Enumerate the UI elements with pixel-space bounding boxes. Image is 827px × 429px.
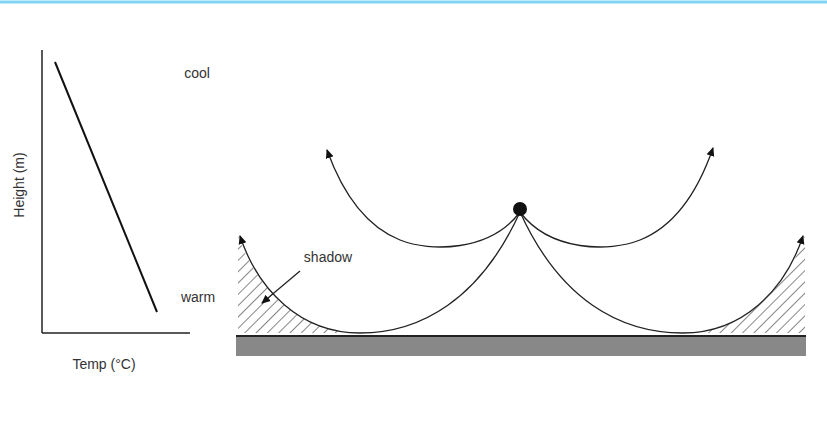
x-axis	[42, 332, 190, 334]
ground	[236, 336, 806, 356]
y-axis	[41, 50, 43, 333]
sound-ray	[520, 212, 803, 333]
temperature-note: warm	[181, 290, 215, 304]
sound-source	[513, 202, 527, 216]
top-rule	[0, 1, 827, 4]
zone-label: shadow	[304, 250, 352, 264]
sound-ray	[327, 150, 520, 247]
leader-arrow	[262, 271, 300, 303]
sound-ray	[240, 212, 520, 333]
ground-line	[236, 335, 806, 337]
shadow-zone	[683, 236, 805, 333]
temperature-profile	[55, 62, 157, 312]
axis-title: Height (m)	[12, 152, 26, 217]
axis-title: Temp (°C)	[72, 357, 135, 371]
shadow-zone	[238, 236, 360, 333]
temperature-note: cool	[184, 66, 210, 80]
sound-ray	[520, 148, 713, 247]
